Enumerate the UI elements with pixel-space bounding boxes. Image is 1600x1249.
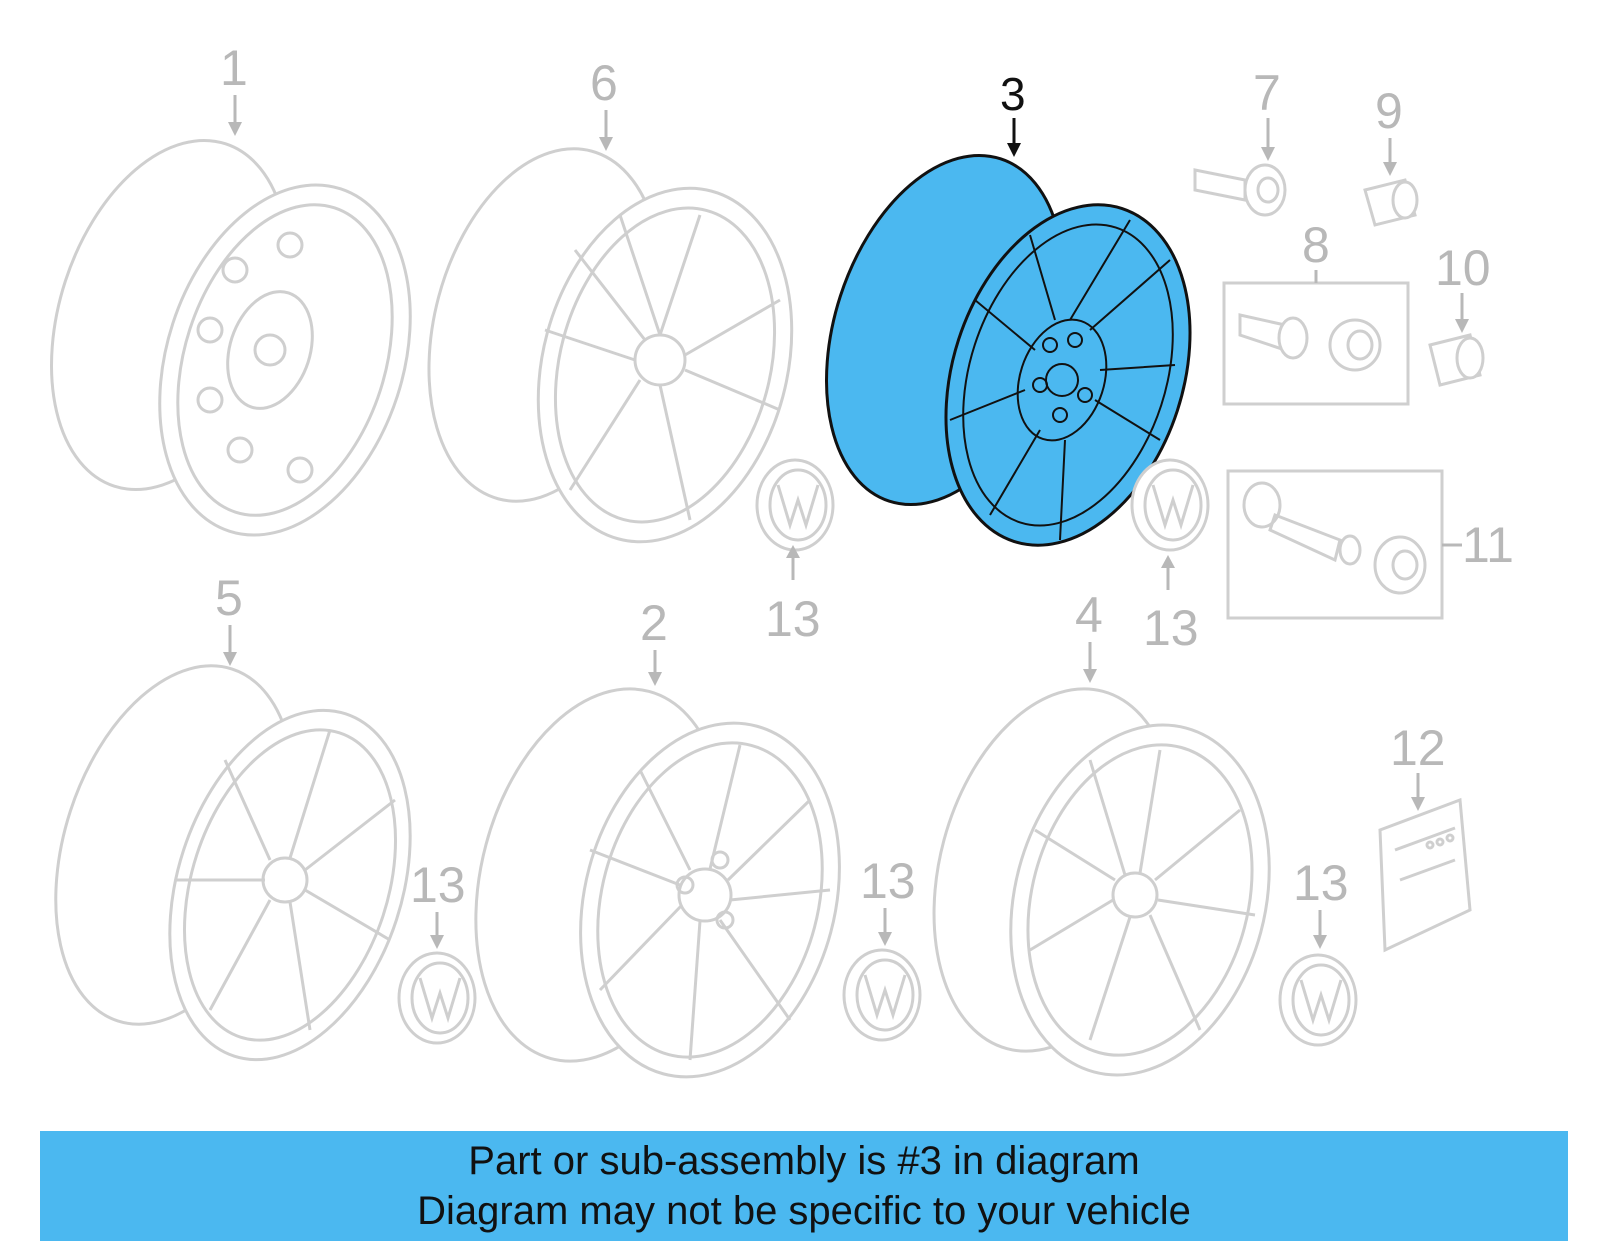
center-cap-part-13-e[interactable] bbox=[1278, 953, 1358, 1047]
svg-text:5: 5 bbox=[215, 570, 243, 626]
banner-line-2: Diagram may not be specific to your vehi… bbox=[417, 1189, 1191, 1233]
bolt-part-7[interactable] bbox=[1193, 163, 1287, 217]
center-cap-part-13-a[interactable] bbox=[755, 458, 835, 552]
callout-11: 11 bbox=[1442, 517, 1514, 573]
callout-3: 3 bbox=[1000, 68, 1026, 157]
svg-text:6: 6 bbox=[590, 55, 618, 111]
cap-part-10[interactable] bbox=[1428, 333, 1485, 387]
svg-text:10: 10 bbox=[1435, 240, 1491, 296]
svg-text:13: 13 bbox=[765, 591, 821, 647]
callout-5: 5 bbox=[215, 570, 243, 666]
label-part-12[interactable] bbox=[1378, 797, 1472, 953]
svg-text:11: 11 bbox=[1462, 517, 1514, 573]
callout-4: 4 bbox=[1075, 587, 1103, 683]
callout-13-c: 13 bbox=[410, 857, 466, 949]
svg-text:13: 13 bbox=[410, 857, 466, 913]
svg-text:13: 13 bbox=[1293, 855, 1349, 911]
svg-text:13: 13 bbox=[1143, 600, 1199, 656]
wheel-6[interactable] bbox=[392, 123, 829, 571]
valve-part-11[interactable] bbox=[1226, 469, 1444, 620]
svg-text:3: 3 bbox=[1000, 68, 1026, 120]
svg-text:13: 13 bbox=[860, 853, 916, 909]
wheel-2[interactable] bbox=[437, 661, 877, 1106]
svg-text:2: 2 bbox=[640, 595, 668, 651]
wheel-4[interactable] bbox=[896, 662, 1307, 1105]
callout-13-d: 13 bbox=[860, 853, 916, 946]
callout-12: 12 bbox=[1390, 720, 1446, 811]
banner-line-1: Part or sub-assembly is #3 in diagram bbox=[468, 1139, 1140, 1183]
svg-text:12: 12 bbox=[1390, 720, 1446, 776]
svg-text:4: 4 bbox=[1075, 587, 1103, 643]
callout-9: 9 bbox=[1375, 83, 1403, 176]
bolt-set-part-8[interactable] bbox=[1222, 281, 1410, 406]
svg-text:1: 1 bbox=[220, 40, 248, 96]
svg-text:7: 7 bbox=[1253, 65, 1281, 121]
center-cap-part-13-c[interactable] bbox=[397, 951, 477, 1045]
svg-text:8: 8 bbox=[1302, 217, 1330, 273]
svg-text:9: 9 bbox=[1375, 83, 1403, 139]
callout-13-a: 13 bbox=[765, 545, 821, 647]
callout-10: 10 bbox=[1435, 240, 1491, 333]
wheel-1[interactable] bbox=[10, 110, 453, 568]
callout-6: 6 bbox=[590, 55, 618, 151]
callout-13-e: 13 bbox=[1293, 855, 1349, 949]
center-cap-part-13-b[interactable] bbox=[1130, 458, 1210, 552]
callout-2: 2 bbox=[640, 595, 668, 686]
wheel-3[interactable] bbox=[785, 125, 1232, 577]
callout-1: 1 bbox=[220, 40, 248, 136]
callout-7: 7 bbox=[1253, 65, 1281, 161]
center-cap-part-13-d[interactable] bbox=[842, 948, 922, 1042]
callout-13-b: 13 bbox=[1143, 555, 1199, 656]
info-banner: Part or sub-assembly is #3 in diagram Di… bbox=[40, 1131, 1568, 1241]
cap-part-9[interactable] bbox=[1363, 178, 1419, 227]
callout-8: 8 bbox=[1302, 217, 1330, 283]
wheel-5[interactable] bbox=[13, 635, 452, 1091]
